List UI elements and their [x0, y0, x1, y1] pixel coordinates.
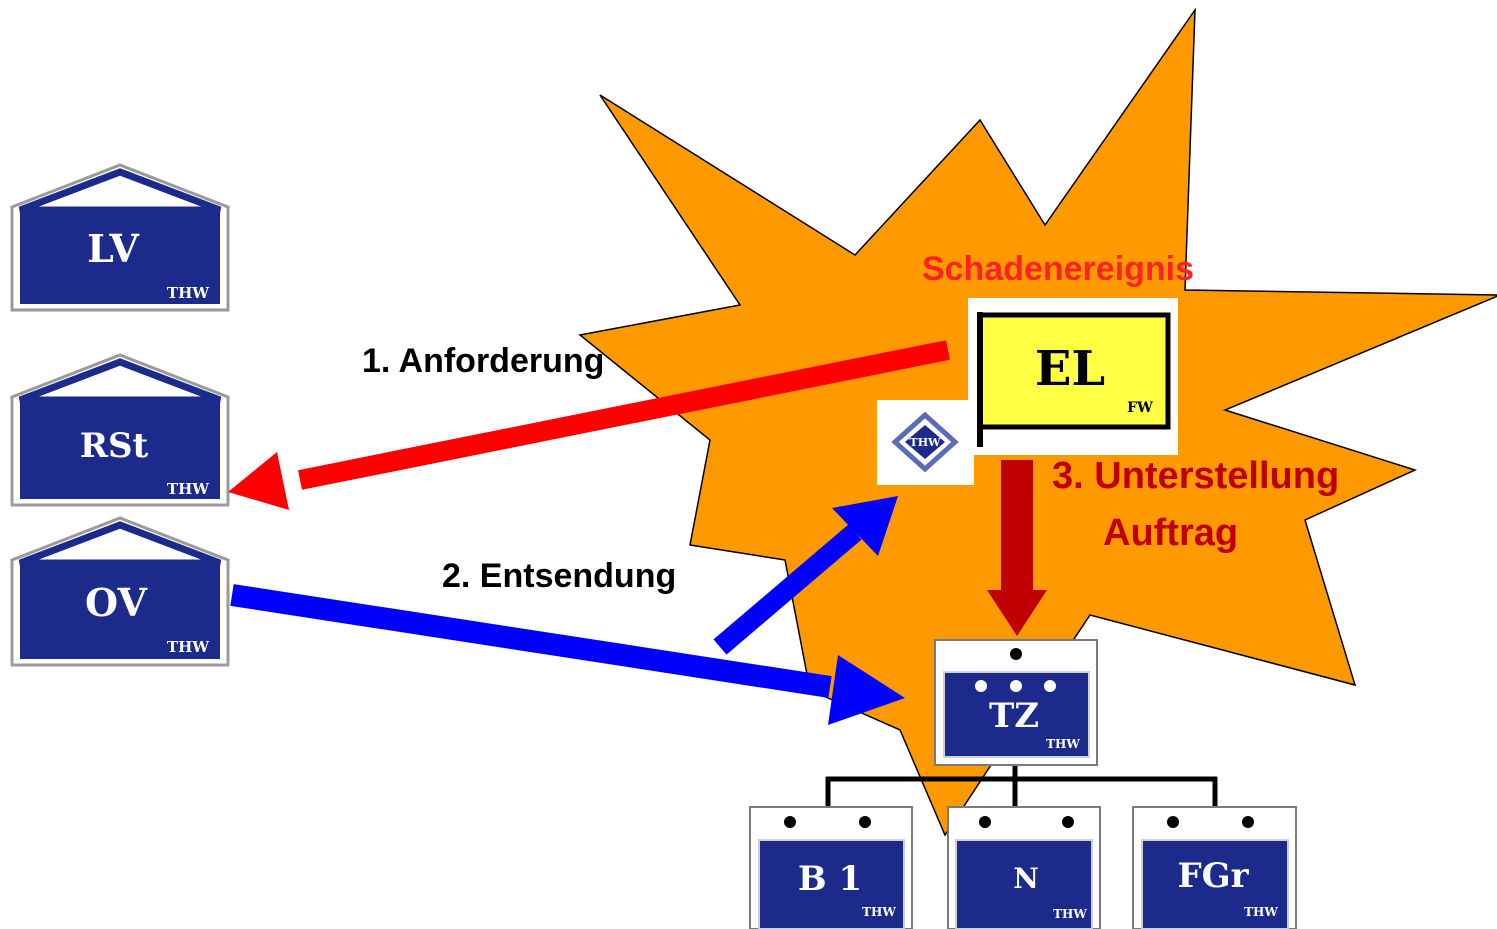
subordination-label-line1: 3. Unterstellung	[1052, 455, 1339, 497]
unit-tz-symbol: TZ THW	[934, 639, 1098, 766]
unit-rst-code: RSt	[80, 426, 149, 466]
unit-ov-code: OV	[85, 580, 148, 625]
dispatch-arrow-to-tz	[230, 584, 905, 725]
unit-el-code: EL	[1035, 341, 1105, 397]
unit-n-code: N	[1013, 862, 1039, 895]
unit-el-org: FW	[1127, 400, 1153, 416]
unit-ov-org: THW	[167, 638, 210, 656]
thw-logo-text: THW	[910, 436, 942, 449]
unit-n-org: THW	[1053, 907, 1087, 921]
dispatch-label: 2. Entsendung	[442, 557, 676, 595]
subordination-label-line2: Auftrag	[1103, 512, 1238, 554]
request-arrow	[228, 340, 950, 510]
unit-fgr-code: FGr	[1177, 856, 1249, 896]
unit-rst-symbol: RSt THW	[10, 353, 230, 507]
unit-lv-org: THW	[167, 284, 210, 302]
thw-logo: THW	[877, 400, 974, 485]
subordination-arrow	[987, 460, 1047, 636]
unit-lv-code: LV	[87, 226, 140, 271]
unit-el-flag-symbol: EL FW	[968, 298, 1178, 455]
event-title: Schadenereignis	[922, 250, 1194, 288]
unit-b1-org: THW	[862, 905, 896, 919]
unit-b1-symbol: B 1 THW	[749, 806, 913, 929]
unit-tz-code: TZ	[989, 696, 1039, 736]
request-label: 1. Anforderung	[362, 342, 604, 380]
unit-fgr-org: THW	[1244, 905, 1278, 919]
unit-rst-org: THW	[167, 480, 210, 498]
unit-lv-symbol: LV THW	[10, 163, 230, 312]
dispatch-arrow-to-thw	[713, 496, 898, 655]
unit-tree-connectors	[825, 763, 1218, 810]
unit-ov-symbol: OV THW	[10, 516, 230, 667]
unit-tz-org: THW	[1046, 737, 1080, 751]
unit-n-symbol: N THW	[947, 806, 1101, 929]
unit-fgr-symbol: FGr THW	[1132, 806, 1297, 929]
unit-b1-code: B 1	[798, 859, 862, 899]
